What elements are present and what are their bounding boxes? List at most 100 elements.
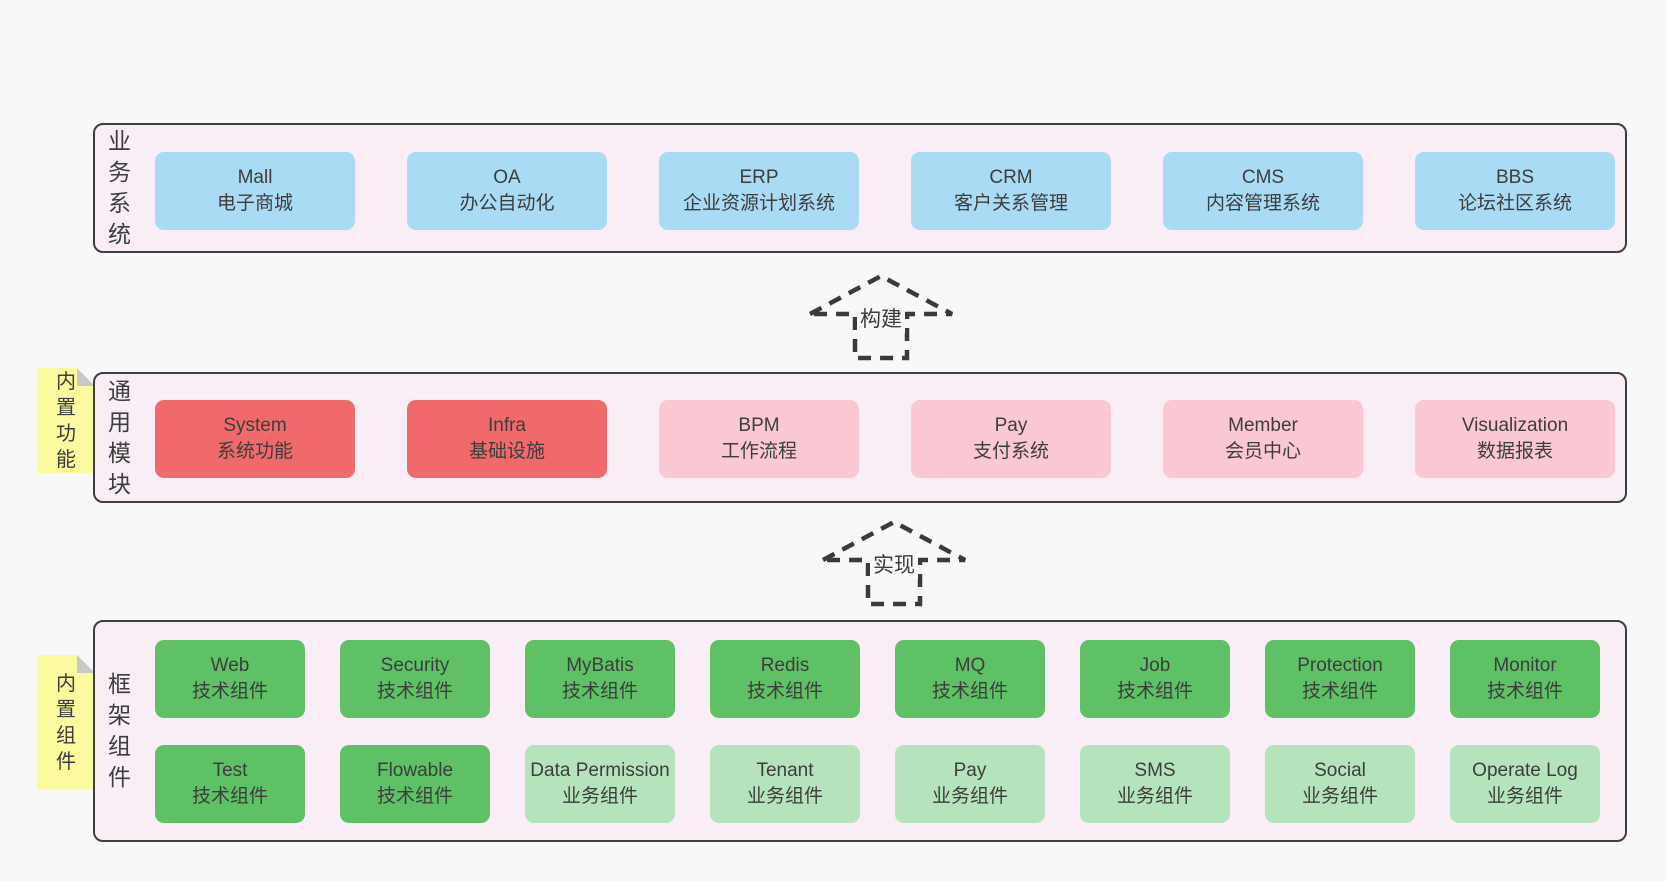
box-sms: SMS 业务组件 (1080, 745, 1230, 823)
box-title: Test (212, 760, 248, 781)
box-subtitle: 数据报表 (1476, 441, 1553, 462)
box-member: Member 会员中心 (1163, 400, 1363, 478)
box-title: Data Permission (530, 760, 670, 781)
box-subtitle: 业务组件 (561, 786, 638, 807)
box-system: System 系统功能 (155, 400, 355, 478)
box-subtitle: 系统功能 (216, 441, 293, 462)
box-subtitle: 论坛社区系统 (1457, 193, 1572, 214)
box-bpm: BPM 工作流程 (659, 400, 859, 478)
box-subtitle: 客户关系管理 (953, 193, 1068, 214)
box-crm: CRM 客户关系管理 (911, 152, 1111, 230)
arrow-label: 实现 (870, 549, 918, 579)
box-subtitle: 业务组件 (1486, 786, 1563, 807)
box-title: OA (493, 167, 521, 188)
box-title: Social (1314, 760, 1366, 781)
box-cms: CMS 内容管理系统 (1163, 152, 1363, 230)
box-redis: Redis 技术组件 (710, 640, 860, 718)
box-erp: ERP 企业资源计划系统 (659, 152, 859, 230)
box-title: Pay (953, 760, 987, 781)
box-mq: MQ 技术组件 (895, 640, 1045, 718)
box-subtitle: 基础设施 (468, 441, 545, 462)
sticky-note-builtin-features: 内置功能 (37, 368, 95, 473)
box-security: Security 技术组件 (340, 640, 490, 718)
box-title: Visualization (1461, 415, 1569, 436)
box-pay-biz: Pay 业务组件 (895, 745, 1045, 823)
panel-label-components: 框架组件 (108, 671, 131, 790)
box-flowable: Flowable 技术组件 (340, 745, 490, 823)
box-social: Social 业务组件 (1265, 745, 1415, 823)
box-subtitle: 技术组件 (376, 786, 453, 807)
box-title: CMS (1241, 167, 1285, 188)
box-title: Tenant (756, 760, 814, 781)
box-title: BPM (738, 415, 780, 436)
box-subtitle: 技术组件 (561, 681, 638, 702)
panel-label-business: 业务系统 (108, 128, 131, 247)
panel-label-modules: 通用模块 (108, 377, 131, 497)
box-title: CRM (989, 167, 1033, 188)
box-title: Protection (1297, 655, 1383, 676)
box-subtitle: 技术组件 (376, 681, 453, 702)
common-modules-panel: 通用模块 System 系统功能 Infra 基础设施 BPM 工作流程 Pay… (93, 372, 1627, 503)
box-title: Job (1139, 655, 1171, 676)
build-arrow: 构建 (806, 270, 956, 362)
box-subtitle: 业务组件 (1116, 786, 1193, 807)
box-subtitle: 业务组件 (1301, 786, 1378, 807)
box-infra: Infra 基础设施 (407, 400, 607, 478)
box-mybatis: MyBatis 技术组件 (525, 640, 675, 718)
box-bbs: BBS 论坛社区系统 (1415, 152, 1615, 230)
box-title: Security (380, 655, 450, 676)
box-subtitle: 内容管理系统 (1205, 193, 1320, 214)
box-title: Infra (487, 415, 527, 436)
box-web: Web 技术组件 (155, 640, 305, 718)
box-subtitle: 企业资源计划系统 (682, 193, 835, 214)
box-title: BBS (1495, 167, 1535, 188)
box-tenant: Tenant 业务组件 (710, 745, 860, 823)
up-block-arrow-icon (821, 519, 967, 607)
box-job: Job 技术组件 (1080, 640, 1230, 718)
box-title: ERP (739, 167, 779, 188)
box-title: Web (210, 655, 250, 676)
box-subtitle: 技术组件 (931, 681, 1008, 702)
box-title: MQ (954, 655, 986, 676)
implement-arrow: 实现 (819, 516, 969, 608)
box-title: Operate Log (1472, 760, 1578, 781)
box-subtitle: 办公自动化 (459, 193, 555, 214)
box-subtitle: 业务组件 (746, 786, 823, 807)
box-title: Flowable (376, 760, 454, 781)
box-title: SMS (1134, 760, 1176, 781)
box-title: Mall (237, 167, 273, 188)
sticky-note-builtin-components: 内置组件 (37, 655, 95, 790)
box-subtitle: 业务组件 (931, 786, 1008, 807)
box-subtitle: 技术组件 (1486, 681, 1563, 702)
box-test: Test 技术组件 (155, 745, 305, 823)
box-title: Monitor (1493, 655, 1557, 676)
sticky-note-label: 内置组件 (56, 672, 76, 773)
box-mall: Mall 电子商城 (155, 152, 355, 230)
up-block-arrow-icon (808, 273, 954, 361)
box-title: MyBatis (566, 655, 634, 676)
box-subtitle: 电子商城 (216, 193, 293, 214)
box-monitor: Monitor 技术组件 (1450, 640, 1600, 718)
box-oa: OA 办公自动化 (407, 152, 607, 230)
box-subtitle: 技术组件 (191, 786, 268, 807)
box-subtitle: 技术组件 (1116, 681, 1193, 702)
box-title: Member (1228, 415, 1298, 436)
arrow-label: 构建 (857, 303, 905, 333)
box-subtitle: 会员中心 (1224, 441, 1301, 462)
box-operate-log: Operate Log 业务组件 (1450, 745, 1600, 823)
box-subtitle: 支付系统 (972, 441, 1049, 462)
box-title: Pay (994, 415, 1028, 436)
box-subtitle: 工作流程 (720, 441, 797, 462)
box-subtitle: 技术组件 (746, 681, 823, 702)
framework-components-panel: 框架组件 Web 技术组件 Security 技术组件 MyBatis 技术组件… (93, 620, 1627, 842)
box-protection: Protection 技术组件 (1265, 640, 1415, 718)
box-visualization: Visualization 数据报表 (1415, 400, 1615, 478)
box-title: Redis (760, 655, 810, 676)
box-subtitle: 技术组件 (191, 681, 268, 702)
box-pay: Pay 支付系统 (911, 400, 1111, 478)
business-systems-panel: 业务系统 Mall 电子商城 OA 办公自动化 ERP 企业资源计划系统 CRM… (93, 123, 1627, 253)
sticky-note-label: 内置功能 (56, 370, 76, 471)
box-subtitle: 技术组件 (1301, 681, 1378, 702)
box-data-permission: Data Permission 业务组件 (525, 745, 675, 823)
